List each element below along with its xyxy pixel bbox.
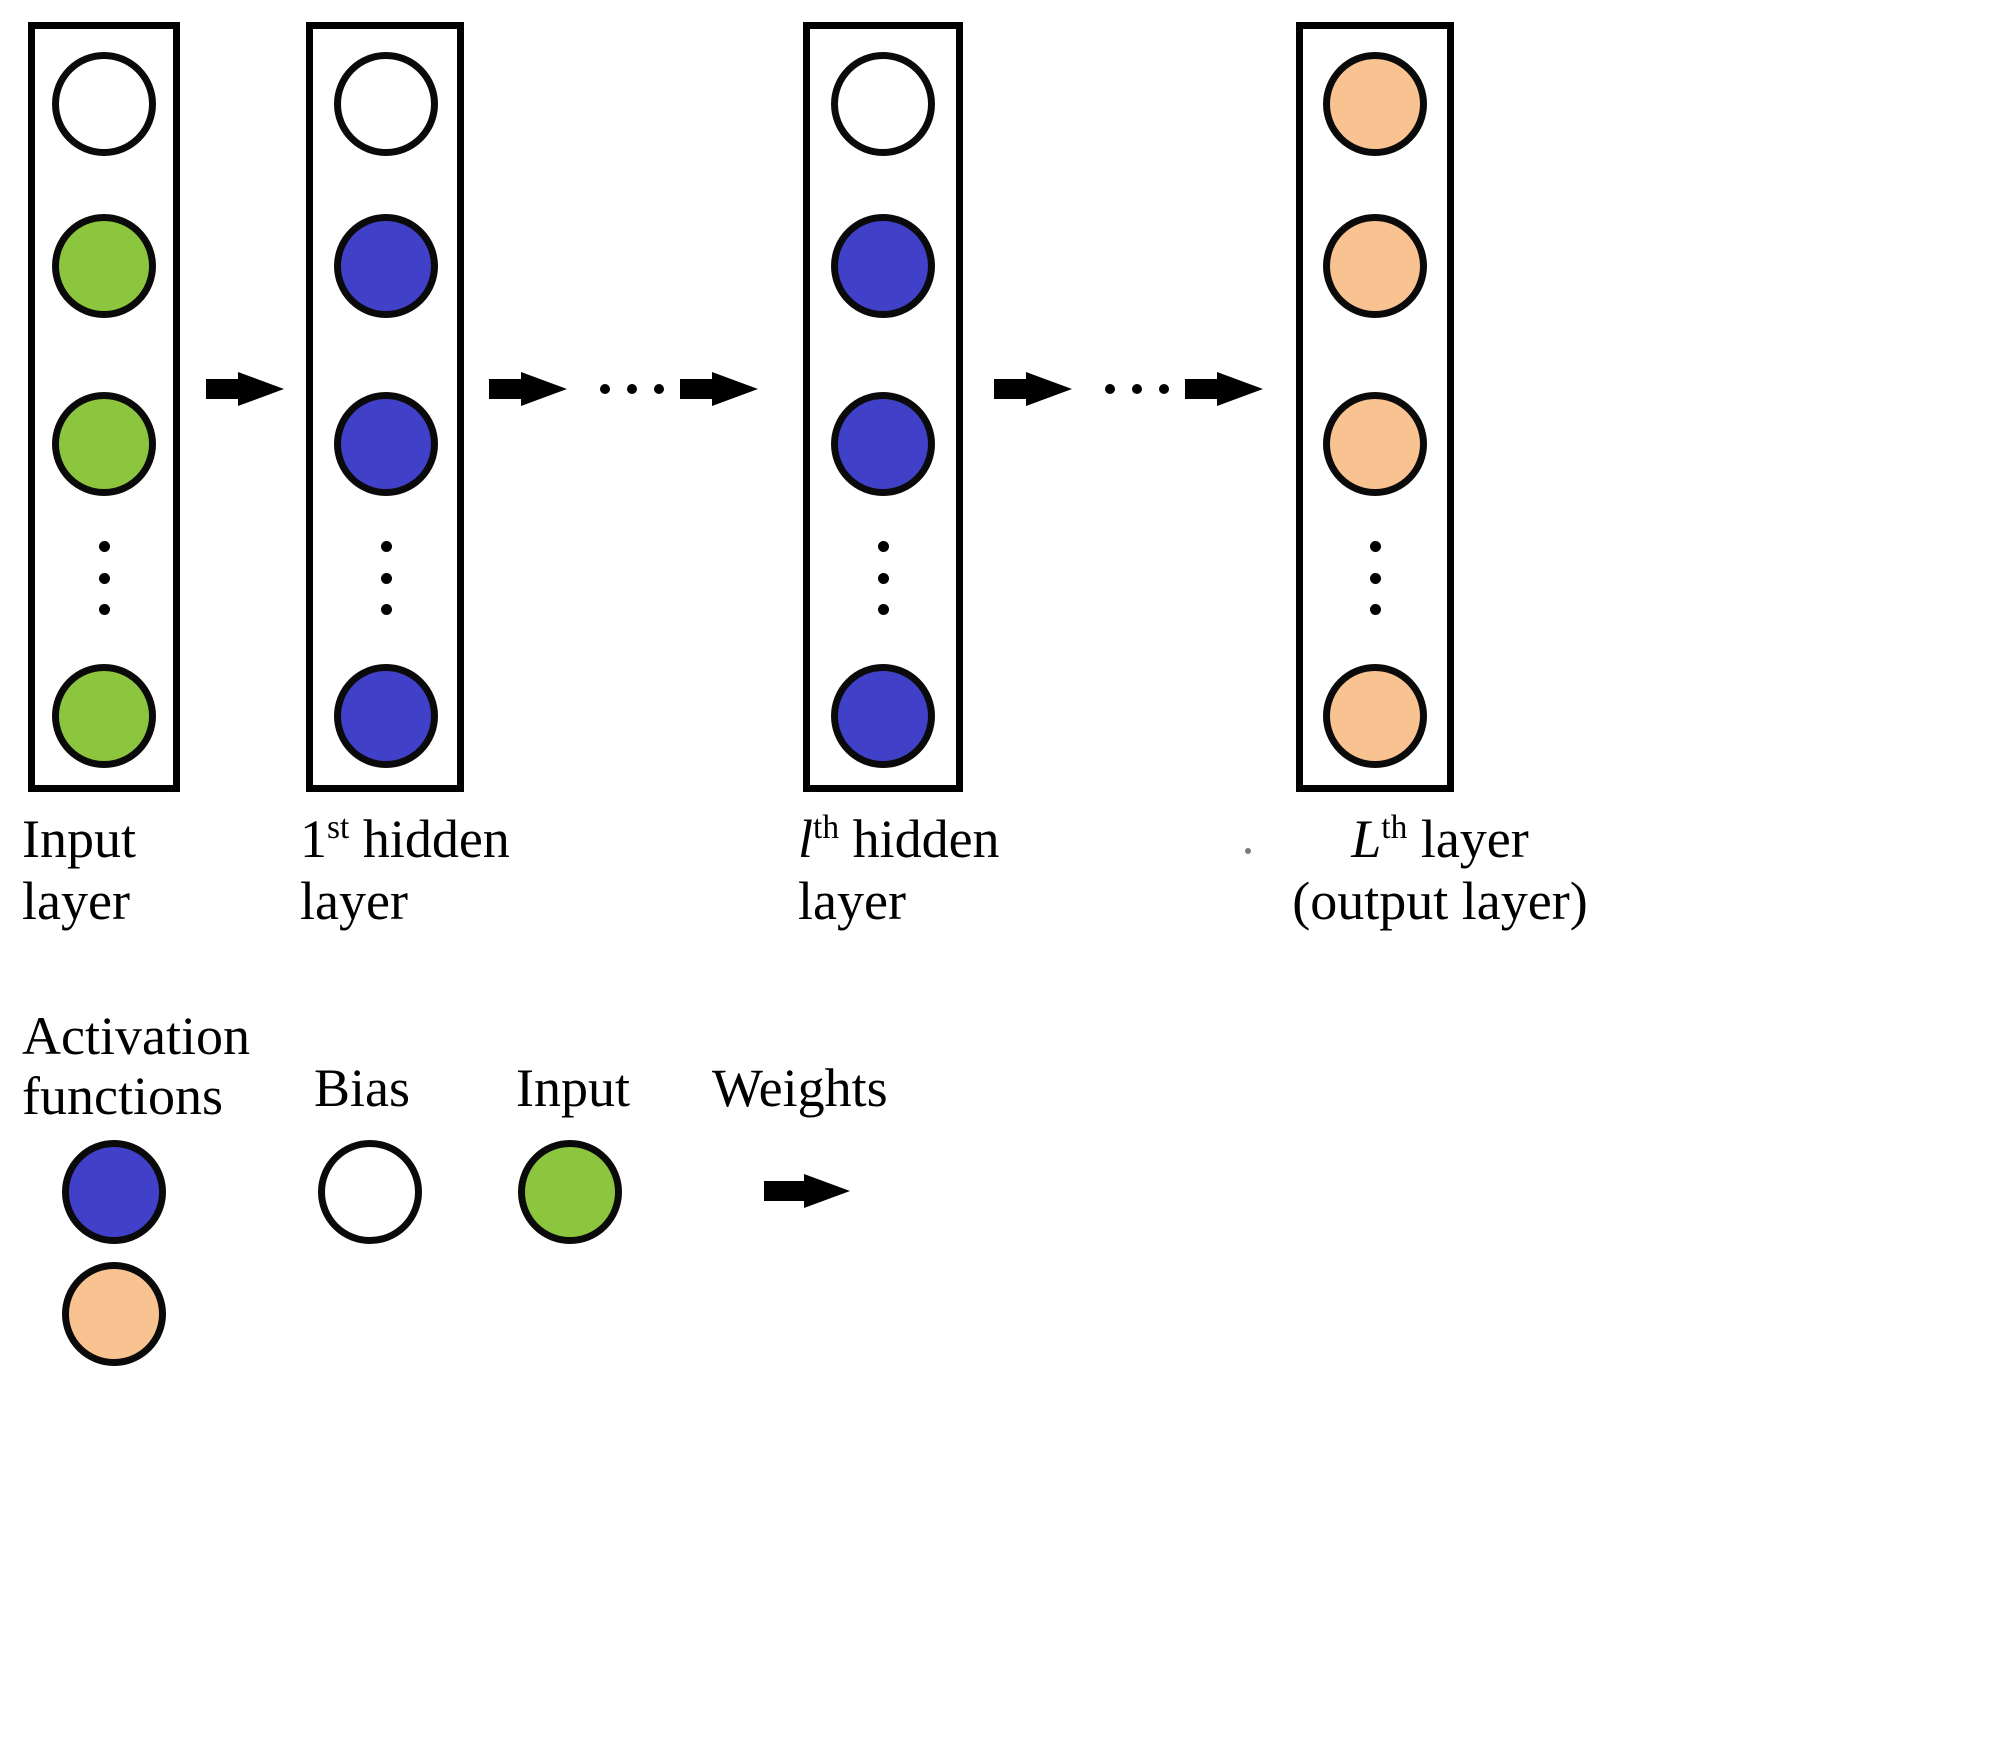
node-activation-h1-1 xyxy=(334,214,438,318)
legend-label-input: Input xyxy=(516,1058,630,1118)
node-input-n xyxy=(52,664,156,768)
node-activation-h1-2 xyxy=(334,392,438,496)
node-output-3 xyxy=(1323,392,1427,496)
node-output-2 xyxy=(1323,214,1427,318)
vertical-ellipsis-lth-hidden xyxy=(878,541,889,615)
layer-label-output: Lth layer(output layer) xyxy=(1292,809,1588,932)
node-activation-hl-n xyxy=(831,664,935,768)
vertical-ellipsis-output xyxy=(1370,541,1381,615)
arrow-lth-hidden-to-ellipsis xyxy=(994,372,1072,406)
node-activation-h1-n xyxy=(334,664,438,768)
stray-speck-output-label xyxy=(1245,848,1251,854)
arrow-input-to-first-hidden xyxy=(206,372,284,406)
legend-swatch-activation-blue xyxy=(62,1140,166,1244)
horizontal-ellipsis-between-hl-and-output xyxy=(1105,384,1169,394)
legend-swatch-weights-arrow xyxy=(764,1174,856,1208)
legend-swatch-input-green xyxy=(518,1140,622,1244)
arrow-first-hidden-to-ellipsis xyxy=(489,372,567,406)
node-activation-hl-2 xyxy=(831,392,935,496)
horizontal-ellipsis-between-h1-and-hl xyxy=(600,384,664,394)
node-bias-first-hidden xyxy=(334,52,438,156)
node-activation-hl-1 xyxy=(831,214,935,318)
node-output-1 xyxy=(1323,52,1427,156)
node-input-1 xyxy=(52,214,156,318)
node-output-n xyxy=(1323,664,1427,768)
vertical-ellipsis-first-hidden xyxy=(381,541,392,615)
node-bias-lth-hidden xyxy=(831,52,935,156)
legend-label-bias: Bias xyxy=(314,1058,411,1118)
arrow-ellipsis-to-lth-hidden xyxy=(680,372,758,406)
arrow-ellipsis-to-output xyxy=(1185,372,1263,406)
legend-swatch-bias-white xyxy=(318,1140,422,1244)
legend-swatch-activation-orange xyxy=(62,1262,166,1366)
vertical-ellipsis-input-layer xyxy=(99,541,110,615)
node-bias-input-layer xyxy=(52,52,156,156)
node-input-2 xyxy=(52,392,156,496)
legend-label-weights: Weights xyxy=(712,1058,888,1118)
